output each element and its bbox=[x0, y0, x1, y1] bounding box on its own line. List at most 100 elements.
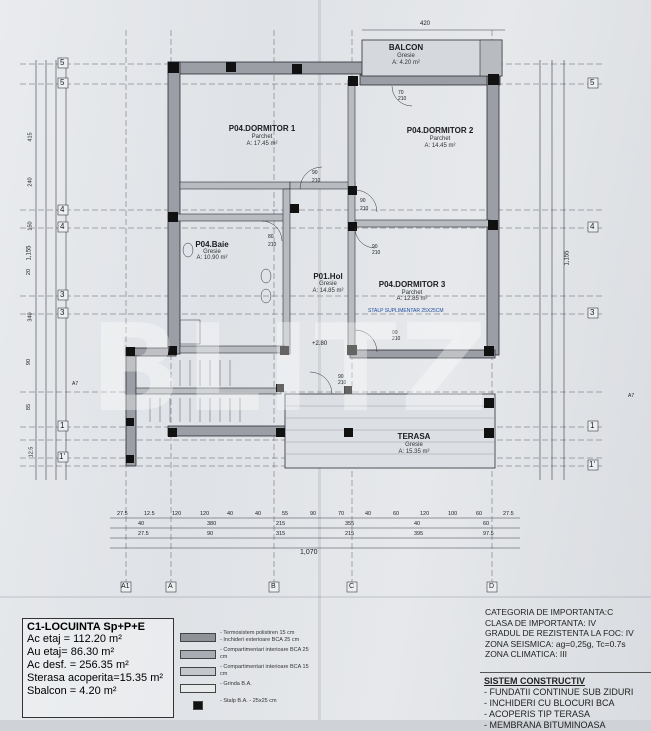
dim-label: 120 bbox=[200, 511, 210, 517]
legend-swatch bbox=[180, 650, 216, 659]
axis-A: A bbox=[168, 583, 173, 590]
project-title: C1-LOCUINTA Sp+P+E bbox=[27, 621, 145, 633]
category-line: CATEGORIA DE IMPORTANTA:C bbox=[485, 607, 614, 617]
elevation-mark: +2.80 bbox=[312, 341, 328, 347]
dim-label: 90 bbox=[207, 531, 214, 537]
dim-label: 60 bbox=[483, 521, 490, 527]
area-row: Ac desf. = 256.35 m² bbox=[27, 659, 129, 671]
area-row: Ac etaj = 112.20 m² bbox=[27, 633, 122, 645]
legend-swatch bbox=[193, 701, 203, 710]
dim-label: 12.5 bbox=[144, 511, 155, 517]
dim-label: 120 bbox=[172, 511, 182, 517]
axis-1-left: 1 bbox=[60, 421, 65, 430]
dim-label: 395 bbox=[414, 531, 424, 537]
dim-row-3: 27.5 90 315 215 395 97.5 bbox=[108, 531, 522, 539]
paper-fold bbox=[0, 596, 651, 598]
area-row: Au etaj= 86.30 m² bbox=[27, 646, 115, 658]
room-dormitor1-floor: Parchet bbox=[251, 134, 273, 140]
dim-label: 40 bbox=[138, 521, 145, 527]
dim-label: 55 bbox=[282, 511, 289, 517]
room-baie-name: P04.Baie bbox=[195, 240, 229, 249]
category-line: GRADUL DE REZISTENTA LA FOC: IV bbox=[485, 628, 634, 638]
dim-label: 415 bbox=[27, 132, 34, 142]
dim-label: 60 bbox=[476, 511, 483, 517]
category-block: CATEGORIA DE IMPORTANTA:C CLASA DE IMPOR… bbox=[485, 607, 650, 660]
dim-label: 215 bbox=[345, 531, 355, 537]
dim-label: 60 bbox=[393, 511, 400, 517]
axis-4-left: 4 bbox=[60, 205, 65, 214]
room-terasa-name: TERASA bbox=[397, 432, 431, 441]
dim-label: 85 bbox=[26, 403, 33, 411]
room-balcon-area: A: 4.20 m² bbox=[392, 60, 420, 66]
room-dormitor3-area: A: 12.85 m² bbox=[396, 296, 428, 302]
dim-label: 27.5 bbox=[138, 531, 149, 537]
axis-B: B bbox=[271, 583, 276, 590]
stalp-note: STALP SUPLIMENTAR 25X25CM bbox=[368, 308, 444, 314]
system-title: SISTEM CONSTRUCTIV bbox=[484, 676, 586, 686]
dim-label: 97.5 bbox=[483, 531, 494, 537]
legend-label: - Grinda B.A. bbox=[220, 681, 252, 687]
dim-label: 40 bbox=[227, 511, 234, 517]
dim-label: 70 bbox=[338, 511, 345, 517]
legend-label: - Compartimentari interioare BCA 15 cm bbox=[220, 664, 309, 677]
dim-label: 340 bbox=[27, 312, 34, 322]
room-terasa-area: A: 15.35 m² bbox=[398, 449, 430, 455]
legend-label: - Stalp B.A. - 25x25 cm bbox=[220, 698, 277, 704]
category-line: ZONA CLIMATICA: III bbox=[485, 649, 568, 659]
dim-right-total: 1,155 bbox=[564, 250, 571, 266]
floor-plan-drawing bbox=[20, 29, 605, 593]
room-dormitor3-name: P04.DORMITOR 3 bbox=[378, 280, 446, 289]
construction-system: SISTEM CONSTRUCTIV - FUNDATII CONTINUE S… bbox=[480, 672, 651, 731]
legend-swatch bbox=[180, 633, 216, 642]
axis-C: C bbox=[349, 583, 355, 590]
door-dim-label: 90 bbox=[360, 198, 366, 204]
dim-label: 215 bbox=[276, 521, 286, 527]
room-dormitor2-area: A: 14.45 m² bbox=[424, 143, 456, 149]
door-dim-label: 90 bbox=[372, 244, 378, 250]
legend-item: - Grinda B.A. bbox=[180, 681, 310, 695]
room-baie-area: A: 10.90 m² bbox=[196, 255, 228, 261]
axis-4-right: 4 bbox=[590, 222, 595, 231]
area-summary-box: C1-LOCUINTA Sp+P+E Ac etaj = 112.20 m² A… bbox=[22, 618, 174, 718]
dim-label: 20 bbox=[26, 268, 33, 276]
dim-balcon-width: 420 bbox=[420, 21, 431, 27]
legend-item: - Compartimentari interioare BCA 15 cm bbox=[180, 664, 310, 678]
system-item: - ACOPERIS TIP TERASA bbox=[484, 709, 591, 719]
dim-label: 27.5 bbox=[503, 511, 514, 517]
area-row: Sterasa acoperita=15.35 m² bbox=[27, 672, 164, 684]
dim-label: 12.5 bbox=[28, 446, 35, 458]
room-balcon-name: BALCON bbox=[388, 43, 424, 52]
room-hol-name: P01.Hol bbox=[313, 272, 343, 281]
door-dim-label: 90 bbox=[312, 170, 318, 176]
axis-D: D bbox=[489, 583, 495, 590]
legend-item: - Stalp B.A. - 25x25 cm bbox=[180, 698, 310, 712]
dim-label: 40 bbox=[255, 511, 262, 517]
door-dim-label: 80 bbox=[268, 234, 274, 240]
dim-label: 315 bbox=[276, 531, 286, 537]
door-dim-label: 210 bbox=[338, 380, 347, 386]
door-dim-label: 210 bbox=[268, 242, 277, 248]
door-dim-label: 210 bbox=[372, 250, 381, 256]
legend: - Termosistem polistiren 15 cm - Inchide… bbox=[180, 630, 310, 715]
category-line: CLASA DE IMPORTANTA: IV bbox=[485, 617, 596, 628]
dim-label: 150 bbox=[27, 221, 34, 231]
section-mark-right: A7 bbox=[628, 393, 635, 399]
dim-label: 40 bbox=[365, 511, 372, 517]
dim-label: 90 bbox=[26, 358, 33, 366]
door-dim-label: 70 bbox=[398, 90, 404, 96]
legend-label: - Termosistem polistiren 15 cm - Inchide… bbox=[220, 630, 300, 643]
dim-label: 240 bbox=[27, 177, 34, 187]
door-dim-label: 210 bbox=[312, 178, 321, 184]
legend-swatch bbox=[180, 667, 216, 676]
room-baie-floor: Gresie bbox=[203, 249, 221, 255]
room-dormitor1-name: P04.DORMITOR 1 bbox=[228, 124, 296, 133]
axis-3-left: 3 bbox=[60, 290, 65, 299]
room-hol-floor: Gresie bbox=[319, 281, 337, 287]
door-dim-label: 90 bbox=[338, 374, 344, 380]
dim-label: 380 bbox=[207, 521, 217, 527]
axis-5-left: 5 bbox=[60, 58, 65, 67]
system-item: - FUNDATII CONTINUE SUB ZIDURI bbox=[484, 687, 634, 697]
axis-5-left-b: 5 bbox=[60, 78, 65, 87]
dim-label: 27.5 bbox=[117, 511, 128, 517]
section-mark-left: A7 bbox=[72, 381, 79, 387]
